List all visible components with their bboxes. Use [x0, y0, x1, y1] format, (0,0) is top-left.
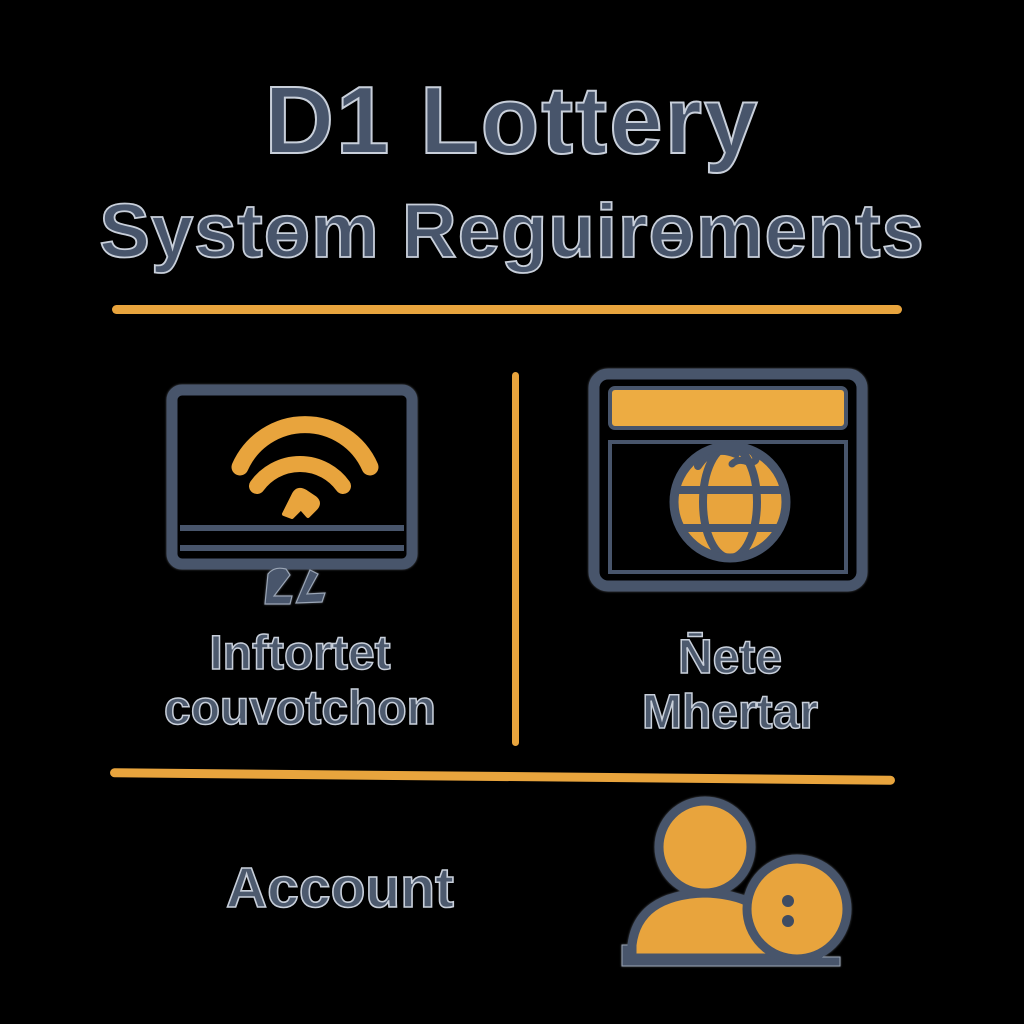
browser-caption-line2: Mhertar: [641, 685, 819, 740]
monitor-wifi-icon: [162, 382, 422, 637]
top-divider: [112, 305, 902, 314]
page-title: D1 Lottery: [264, 66, 760, 175]
user-account-svg: [621, 796, 852, 967]
internet-caption: Inftortet couvotchon: [120, 626, 480, 736]
monitor-wifi-svg: [166, 384, 418, 605]
account-label: Account: [225, 855, 455, 921]
bottom-divider: [109, 768, 896, 785]
page-subtitle: Systɵm Reguirɵments: [98, 188, 925, 275]
column-divider: [512, 372, 519, 746]
internet-caption-line2: couvotchon: [163, 681, 437, 736]
browser-globe-svg: [588, 368, 868, 592]
browser-globe-icon: [586, 366, 871, 601]
user-account-icon: [616, 795, 856, 985]
internet-caption-line1: Inftortet: [209, 626, 392, 681]
browser-caption-line1: N̄ete: [677, 630, 783, 685]
browser-caption: N̄ete Mhertar: [580, 630, 880, 740]
